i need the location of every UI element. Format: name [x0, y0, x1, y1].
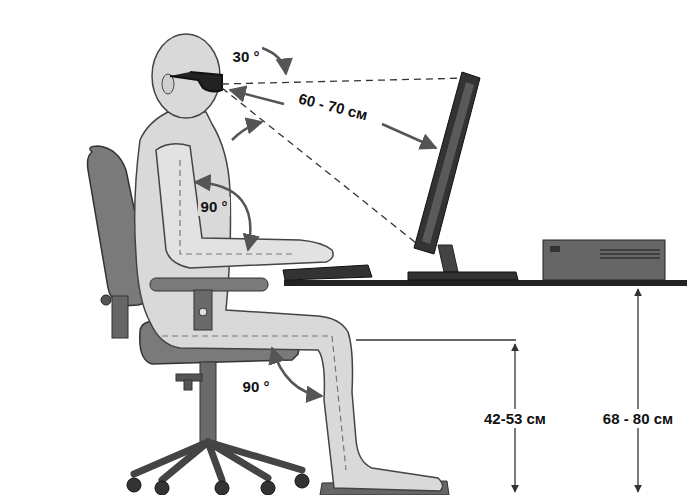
angle-label: 30 °: [230, 47, 263, 66]
angle-label: 90 °: [240, 377, 273, 396]
angle-label: 90 °: [198, 197, 231, 216]
sight-line: [222, 78, 468, 243]
armrest: [150, 278, 268, 330]
system-unit: [543, 240, 665, 280]
indicator-arrow: [195, 48, 436, 396]
monitor: [408, 72, 518, 280]
dimension-line: [356, 289, 638, 492]
desk: [284, 280, 687, 286]
distance-label: 60 - 70 см: [294, 88, 373, 125]
keyboard: [283, 265, 372, 280]
dimension-label: 42-53 см: [481, 409, 549, 428]
dimension-label: 68 - 80 см: [600, 409, 676, 428]
seated-person: [135, 34, 443, 491]
